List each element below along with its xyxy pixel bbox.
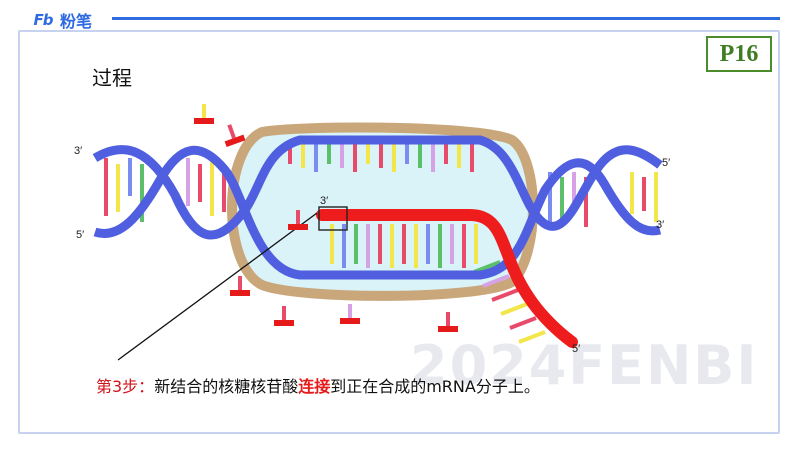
template-base bbox=[405, 142, 409, 164]
label-left-top: 3′ bbox=[74, 145, 82, 157]
free-nucleotides bbox=[194, 104, 458, 332]
paired-base bbox=[474, 224, 478, 264]
base-rung bbox=[128, 158, 132, 196]
label-right-top: 5′ bbox=[662, 157, 670, 169]
paired-base bbox=[402, 224, 406, 264]
pointer-line bbox=[117, 212, 318, 361]
base-rung bbox=[584, 177, 588, 227]
free-nucleotide bbox=[230, 276, 250, 296]
paired-base bbox=[462, 224, 466, 268]
template-base bbox=[340, 142, 344, 168]
template-base bbox=[314, 142, 318, 172]
nucleotide-base bbox=[348, 304, 352, 318]
nucleotide-base bbox=[296, 210, 300, 224]
template-base bbox=[444, 142, 448, 164]
nucleotide-sugar bbox=[224, 134, 246, 148]
paired-base bbox=[426, 224, 430, 264]
label-right-bottom: 3′ bbox=[656, 219, 664, 231]
label-left-bottom: 5′ bbox=[76, 229, 84, 241]
template-base bbox=[392, 142, 396, 172]
header-divider bbox=[112, 17, 780, 20]
linking-highlight-box bbox=[318, 206, 348, 231]
dna-strand-bottom bbox=[93, 145, 662, 280]
template-base bbox=[366, 142, 370, 164]
template-base bbox=[418, 142, 422, 168]
free-nucleotide bbox=[224, 124, 246, 148]
template-base bbox=[431, 142, 435, 172]
nucleotide-base bbox=[238, 276, 242, 290]
caption-step: 第3步： bbox=[96, 377, 155, 396]
base-rung bbox=[210, 158, 214, 216]
free-nucleotide bbox=[288, 210, 308, 230]
rna-tail-base bbox=[482, 274, 510, 288]
base-rung bbox=[560, 177, 564, 219]
watermark: 2024FENBI bbox=[410, 334, 759, 397]
template-base bbox=[353, 142, 357, 172]
caption-after: 到正在合成的mRNA分子上。 bbox=[330, 377, 540, 396]
paired-base bbox=[330, 224, 334, 264]
paired-base bbox=[354, 224, 358, 264]
paired-base bbox=[342, 224, 346, 268]
nucleotide-sugar bbox=[288, 224, 308, 230]
nucleotide-base bbox=[282, 306, 286, 320]
base-rung bbox=[198, 164, 202, 202]
base-rung bbox=[222, 164, 226, 212]
paired-base bbox=[378, 224, 382, 264]
nucleotide-sugar bbox=[194, 118, 214, 124]
rna-tail-base bbox=[518, 330, 546, 344]
brand-logo: Fb 粉笔 bbox=[30, 8, 93, 32]
paired-base bbox=[414, 224, 418, 268]
base-rung bbox=[654, 172, 658, 222]
nucleotide-sugar bbox=[340, 318, 360, 324]
base-rung bbox=[642, 177, 646, 211]
logo-mark: Fb bbox=[33, 11, 54, 29]
page-badge: P16 bbox=[706, 36, 772, 72]
paired-base bbox=[366, 224, 370, 268]
nucleotide-sugar bbox=[438, 326, 458, 332]
template-base bbox=[288, 142, 292, 164]
page-title: 过程 bbox=[92, 66, 132, 90]
slide-frame bbox=[18, 30, 780, 434]
free-nucleotide bbox=[274, 306, 294, 326]
caption-highlight: 连接 bbox=[298, 377, 331, 396]
template-base bbox=[457, 142, 461, 168]
step-caption: 第3步：新结合的核糖核苷酸连接到正在合成的mRNA分子上。 bbox=[96, 373, 540, 397]
template-base bbox=[470, 142, 474, 172]
base-rung bbox=[630, 172, 634, 214]
rna-tail-base bbox=[473, 260, 501, 274]
logo-text: 粉笔 bbox=[60, 12, 93, 31]
paired-base bbox=[450, 224, 454, 264]
paired-base bbox=[390, 224, 394, 268]
base-pairs bbox=[104, 142, 658, 344]
base-rung bbox=[116, 164, 120, 212]
mrna-strand bbox=[316, 209, 578, 348]
template-base bbox=[379, 142, 383, 168]
base-rung bbox=[140, 164, 144, 222]
template-base bbox=[327, 142, 331, 164]
label-rna-start: 3′ bbox=[320, 195, 328, 207]
caption-before: 新结合的核糖核苷酸 bbox=[154, 377, 299, 396]
base-rung bbox=[572, 172, 576, 206]
base-rung bbox=[548, 172, 552, 222]
template-base bbox=[301, 142, 305, 168]
free-nucleotide bbox=[340, 304, 360, 324]
nucleotide-sugar bbox=[230, 290, 250, 296]
rna-tail-base bbox=[491, 288, 519, 302]
label-rna-end: 5′ bbox=[572, 343, 580, 355]
nucleotide-sugar bbox=[274, 320, 294, 326]
rna-tail-base bbox=[500, 302, 528, 316]
paired-base bbox=[438, 224, 442, 268]
base-rung bbox=[186, 158, 190, 206]
free-nucleotide bbox=[438, 312, 458, 332]
nucleotide-base bbox=[202, 104, 206, 118]
base-rung bbox=[104, 158, 108, 216]
nucleotide-base bbox=[227, 124, 236, 139]
rna-tail-base bbox=[509, 316, 537, 330]
free-nucleotide bbox=[194, 104, 214, 124]
nucleotide-base bbox=[446, 312, 450, 326]
